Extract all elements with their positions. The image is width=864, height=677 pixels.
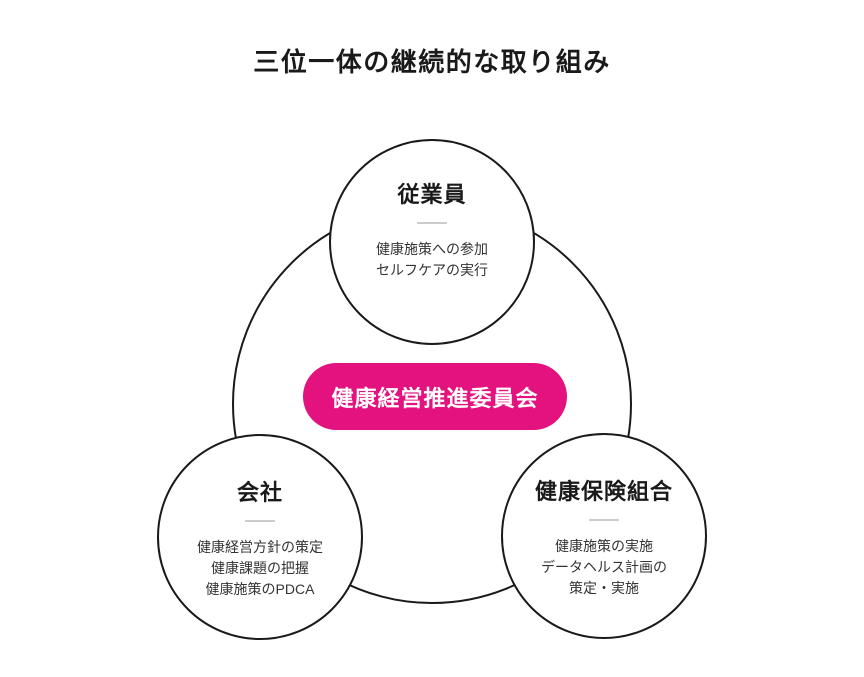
circle-company-line: 健康経営方針の策定	[197, 538, 323, 555]
circle-company-line: 健康施策のPDCA	[205, 580, 315, 597]
circle-company-divider	[245, 519, 275, 522]
circle-employees-divider	[417, 222, 447, 224]
circle-health-insurance-union-line: データヘルス計画の	[541, 558, 667, 575]
circle-employees-heading: 従業員	[397, 182, 467, 207]
circle-health-insurance-union-line: 策定・実施	[569, 579, 639, 596]
circle-health-insurance-union-heading: 健康保険組合	[534, 478, 673, 504]
diagram-title: 三位一体の継続的な取り組み	[253, 47, 611, 77]
circle-employees: 従業員 健康施策への参加 セルフケアの実行	[329, 139, 535, 345]
circle-health-insurance-union-line: 健康施策の実施	[555, 537, 653, 554]
center-committee-pill: 健康経営推進委員会	[303, 363, 567, 430]
circle-health-insurance-union-divider	[589, 518, 619, 521]
circle-company: 会社 健康経営方針の策定 健康課題の把握 健康施策のPDCA	[157, 434, 363, 640]
circle-health-insurance-union: 健康保険組合 健康施策の実施 データヘルス計画の 策定・実施	[501, 433, 707, 639]
circle-company-line: 健康課題の把握	[211, 559, 309, 576]
center-committee-label: 健康経営推進委員会	[331, 385, 539, 411]
circle-employees-line: 健康施策への参加	[376, 241, 488, 257]
circle-company-heading: 会社	[236, 479, 283, 505]
circle-employees-line: セルフケアの実行	[376, 262, 488, 278]
